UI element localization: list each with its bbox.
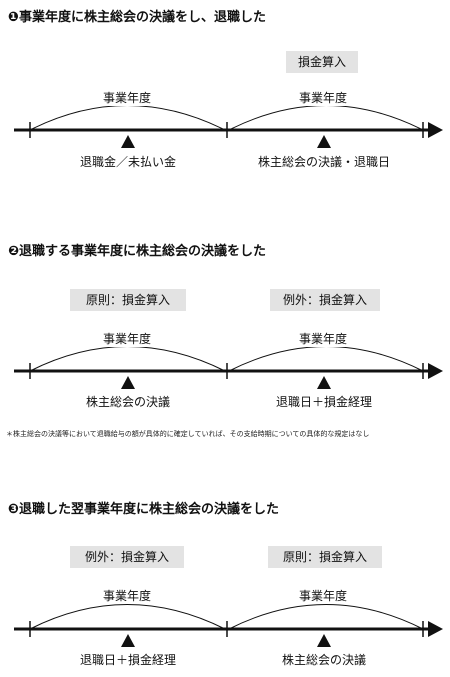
marker-left bbox=[121, 376, 135, 389]
marker-right bbox=[317, 376, 331, 389]
marker-left bbox=[121, 135, 135, 148]
section-2-box-left: 原則：損金算入 bbox=[70, 289, 186, 311]
marker-right bbox=[317, 135, 331, 148]
section-2: ❷退職する事業年度に株主総会の決議をした 原則：損金算入 例外：損金算入 事業年… bbox=[8, 244, 443, 409]
marker-right bbox=[317, 634, 331, 647]
section-2-box-right: 例外：損金算入 bbox=[270, 289, 380, 311]
section-3-marker-label-left: 退職日＋損金経理 bbox=[79, 653, 177, 667]
arc-right bbox=[228, 604, 424, 630]
section-1: ❶事業年度に株主総会の決議をし、退職した 損金算入 事業年度 事業年度 退職金／… bbox=[0, 0, 450, 200]
section-1-marker-label-left: 退職金／未払い金 bbox=[79, 155, 177, 169]
section-2-marker-label-right: 退職日＋損金経理 bbox=[275, 395, 373, 409]
arrow-head bbox=[428, 363, 443, 379]
section-3-marker-label-right: 株主総会の決議 bbox=[281, 653, 367, 667]
section-1-arc-label-left: 事業年度 bbox=[99, 89, 155, 106]
section-2-timeline bbox=[14, 346, 443, 389]
section-1-heading: ❶事業年度に株主総会の決議をし、退職した bbox=[8, 10, 267, 25]
section-3-arc-label-left: 事業年度 bbox=[99, 587, 155, 604]
section-3-arc-label-right: 事業年度 bbox=[295, 587, 351, 604]
section-1-arc-label-right: 事業年度 bbox=[295, 89, 351, 106]
arc-left bbox=[29, 604, 226, 630]
arrow-head bbox=[428, 122, 443, 138]
section-2-heading: ❷退職する事業年度に株主総会の決議をした bbox=[8, 244, 267, 259]
section-3-box-left: 例外：損金算入 bbox=[70, 546, 184, 568]
arrow-head bbox=[428, 621, 443, 637]
section-1-marker-label-right: 株主総会の決議・退職日 bbox=[257, 155, 391, 169]
section-2-arc-label-right: 事業年度 bbox=[295, 330, 351, 347]
marker-left bbox=[121, 634, 135, 647]
section-3-heading: ❸退職した翌事業年度に株主総会の決議をした bbox=[8, 502, 280, 517]
footnote: ＊株主総会の決議等において退職給与の額が具体的に確定していれば、その支給時期につ… bbox=[6, 430, 370, 438]
section-2-arc-label-left: 事業年度 bbox=[99, 330, 155, 347]
section-1-box-right: 損金算入 bbox=[286, 51, 358, 73]
section-2-marker-label-left: 株主総会の決議 bbox=[85, 395, 171, 409]
section-3-box-right: 原則：損金算入 bbox=[268, 546, 382, 568]
section-3-timeline bbox=[14, 604, 443, 647]
